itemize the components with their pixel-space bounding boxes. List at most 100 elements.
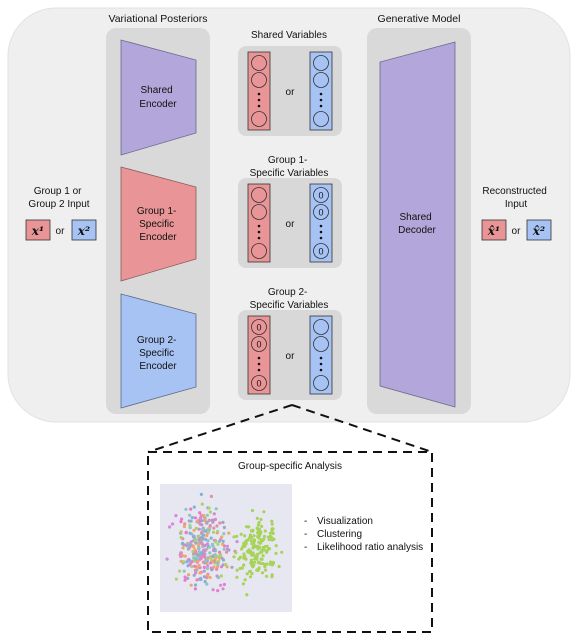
- latent-node: [251, 55, 267, 71]
- analysis-item-visualization: Visualization: [317, 516, 373, 527]
- scatter-point: [188, 558, 192, 562]
- scatter-point: [214, 540, 218, 544]
- analysis-title: Group-specific Analysis: [238, 461, 342, 472]
- zoom-line-left: [147, 404, 293, 453]
- scatter-point: [212, 565, 216, 569]
- scatter-point: [195, 519, 199, 523]
- scatter-point: [255, 568, 260, 572]
- scatter-point: [256, 547, 260, 551]
- scatter-point: [203, 548, 207, 553]
- scatter-point: [205, 582, 209, 586]
- scatter-point: [174, 514, 178, 518]
- scatter-point: [203, 543, 207, 548]
- scatter-point: [201, 552, 206, 556]
- scatter-point: [216, 542, 220, 546]
- scatter-point: [199, 516, 203, 520]
- shared-vars-title: Shared Variables: [251, 30, 327, 41]
- scatter-point: [179, 551, 183, 555]
- scatter-point: [200, 527, 204, 531]
- scatter-point: [227, 531, 231, 535]
- scatter-point: [235, 568, 239, 572]
- scatter-point: [205, 576, 209, 580]
- latent-zero-label: 0: [318, 247, 323, 257]
- scatter-point: [211, 554, 215, 559]
- scatter-point: [250, 553, 254, 557]
- scatter-point: [243, 578, 247, 582]
- scatter-point: [207, 506, 211, 510]
- scatter-point: [266, 547, 271, 551]
- scatter-point: [272, 537, 276, 541]
- scatter-point: [265, 574, 269, 578]
- scatter-point: [195, 566, 199, 570]
- scatter-point: [189, 583, 193, 587]
- scatter-point: [252, 553, 256, 558]
- scatter-point: [198, 511, 202, 515]
- scatter-point: [245, 593, 249, 597]
- scatter-point: [193, 516, 198, 520]
- latent-node: [251, 319, 267, 335]
- scatter-point: [184, 543, 188, 547]
- latent-node: [313, 336, 329, 352]
- scatter-point: [214, 507, 218, 511]
- ellipsis-dot: [257, 98, 261, 102]
- ellipsis-dot: [319, 236, 323, 240]
- scatter-point: [212, 526, 216, 530]
- scatter-point: [193, 550, 198, 555]
- scatter-point: [192, 573, 196, 577]
- latent-zero-label: 0: [256, 379, 261, 389]
- scatter-point: [258, 531, 262, 535]
- scatter-plot-bg: [160, 484, 292, 612]
- scatter-point: [204, 537, 208, 542]
- scatter-point: [269, 562, 273, 567]
- latent-node: [251, 375, 267, 391]
- ellipsis-dot: [319, 368, 323, 372]
- scatter-point: [200, 542, 204, 546]
- scatter-point: [204, 559, 208, 563]
- scatter-point: [199, 557, 203, 561]
- scatter-point: [165, 557, 169, 561]
- latent-node: [251, 243, 267, 259]
- scatter-point: [262, 537, 266, 541]
- scatter-point: [234, 551, 238, 555]
- input-x1-box: [25, 219, 51, 241]
- scatter-point: [248, 575, 253, 579]
- scatter-point: [193, 587, 197, 591]
- scatter-point: [235, 575, 239, 579]
- scatter-point: [251, 545, 255, 549]
- scatter-point: [259, 561, 263, 566]
- scatter-point: [191, 549, 195, 554]
- scatter-point: [253, 560, 257, 564]
- analysis-bullet-1: -: [304, 516, 307, 527]
- scatter-point: [260, 571, 265, 575]
- scatter-point: [205, 534, 209, 538]
- scatter-point: [193, 538, 197, 543]
- ellipsis-dot: [257, 230, 261, 234]
- scatter-point: [255, 516, 259, 520]
- ellipsis-dot: [257, 104, 261, 108]
- scatter-point: [187, 519, 191, 523]
- scatter-point: [199, 492, 203, 496]
- scatter-point: [210, 568, 214, 572]
- scatter-point: [248, 536, 252, 540]
- scatter-point: [206, 539, 210, 543]
- latent-zero-label: 0: [318, 208, 323, 218]
- scatter-point: [265, 544, 269, 548]
- scatter-point: [215, 574, 219, 578]
- scatter-point: [199, 577, 203, 582]
- scatter-point: [191, 535, 195, 539]
- scatter-point: [188, 513, 192, 517]
- scatter-point: [221, 587, 225, 591]
- scatter-point: [219, 583, 223, 587]
- scatter-point: [244, 542, 248, 546]
- scatter-point: [262, 534, 266, 538]
- scatter-point: [200, 502, 204, 506]
- scatter-point: [225, 565, 229, 569]
- scatter-point: [205, 513, 209, 517]
- scatter-point: [197, 550, 201, 554]
- scatter-point: [193, 564, 197, 568]
- posteriors-title: Variational Posteriors: [108, 13, 207, 25]
- scatter-point: [260, 550, 264, 554]
- ellipsis-dot: [319, 104, 323, 108]
- shared-latent-or: or: [286, 87, 296, 98]
